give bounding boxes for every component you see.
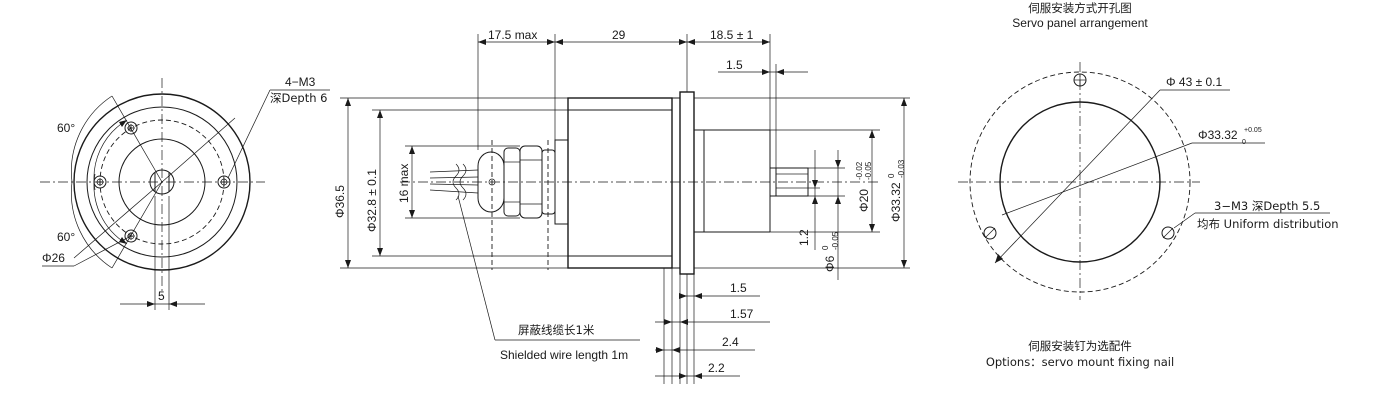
dim-2-2-label: 2.2 <box>708 361 725 375</box>
cable-gland <box>477 145 556 219</box>
front-angle-top-label: 60° <box>57 121 75 135</box>
panel-dia-43-label: Φ 43 ± 0.1 <box>1166 75 1223 89</box>
panel-pcd-circle <box>969 71 1191 293</box>
servo-title-cn: 伺服安装方式开孔图 <box>1028 1 1132 15</box>
dim-17-5-label: 17.5 max <box>488 28 537 42</box>
front-outer-circle <box>73 93 251 271</box>
front-view: 60° 60° Φ26 4−M3 深Depth 6 5 <box>40 75 330 310</box>
dim-29-label: 29 <box>612 28 626 42</box>
dia-6-label: Φ6 <box>823 255 837 272</box>
wire-length-cn-label: 屏蔽线缆长1米 <box>518 323 595 337</box>
dim-1-5-top-label: 1.5 <box>726 58 743 72</box>
front-angle-bottom-label: 60° <box>57 230 75 244</box>
panel-view: 伺服安装方式开孔图 Servo panel arrangement Φ 43 ±… <box>958 1 1339 369</box>
dia-36-5-label: Φ36.5 <box>333 185 347 218</box>
dim-18-5-label: 18.5 ± 1 <box>710 28 754 42</box>
panel-bore-circle <box>999 101 1161 263</box>
dim-1-5-bottom-label: 1.5 <box>730 281 747 295</box>
panel-thread-label: 3−M3 深Depth 5.5 <box>1214 199 1320 213</box>
panel-dia-33-32-tol-dn: 0 <box>1242 139 1246 146</box>
front-thread-label: 4−M3 <box>285 75 316 89</box>
dim-1-57-label: 1.57 <box>730 307 754 321</box>
panel-dia-33-32-tol-up: +0.05 <box>1244 127 1262 134</box>
options-title-cn: 伺服安装钉为选配件 <box>1028 339 1132 353</box>
servo-title-en: Servo panel arrangement <box>1012 16 1148 30</box>
wire-length-en-label: Shielded wire length 1m <box>500 348 628 362</box>
dim-1-2-label: 1.2 <box>797 229 811 246</box>
dia-20-label: Φ20 <box>857 189 871 212</box>
dia-33-32-side-tol-dn: -0.03 <box>897 159 906 178</box>
dia-20-tol-dn: -0.05 <box>864 161 873 180</box>
dia-6-tol-up: 0 <box>821 245 830 250</box>
side-view: 17.5 max 29 18.5 ± 1 1.5 Φ36.5 Φ32.8 ± 0… <box>333 28 910 384</box>
options-title-en: Options：servo mount fixing nail <box>986 355 1174 369</box>
motor-body <box>567 97 673 269</box>
dia-32-8-label: Φ32.8 ± 0.1 <box>365 169 379 232</box>
dia-20-tol-up: -0.02 <box>855 161 864 180</box>
front-thread-depth-label: 深Depth 6 <box>270 91 328 105</box>
wire-ends <box>429 163 479 201</box>
dia-33-32-side-tol-up: 0 <box>887 173 896 178</box>
dia-33-32-side-label: Φ33.32 <box>889 182 903 222</box>
panel-distribution-label: 均布 Uniform distribution <box>1197 217 1339 231</box>
dim-2-4-label: 2.4 <box>722 335 739 349</box>
front-pcd-dia-label: Φ26 <box>42 251 65 265</box>
front-offset-dim-label: 5 <box>158 289 165 303</box>
panel-mounting-holes <box>983 73 1175 240</box>
panel-dia-33-32-label: Φ33.32 <box>1198 128 1238 142</box>
dim-16-label: 16 max <box>397 164 411 203</box>
dia-6-tol-dn: -0.05 <box>831 231 840 250</box>
motor-flange <box>679 91 695 275</box>
